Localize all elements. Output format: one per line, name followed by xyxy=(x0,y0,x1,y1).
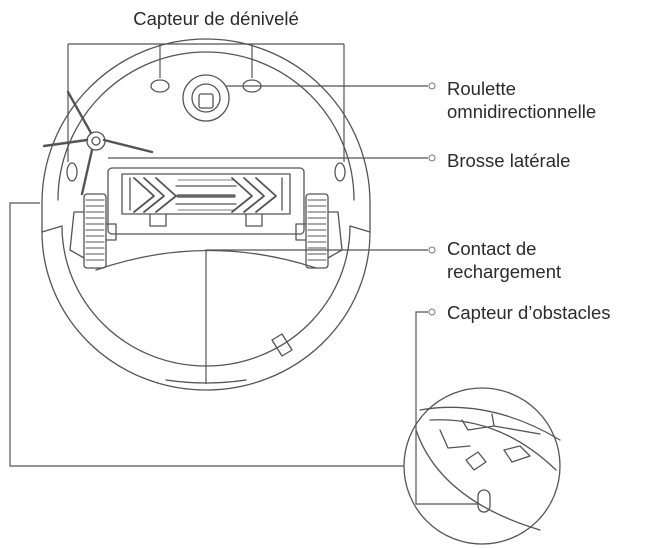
leader-line-inset xyxy=(9,202,404,467)
leader-endpoints xyxy=(428,82,436,316)
main-brush xyxy=(107,167,305,235)
label-omni-wheel-line-2: omnidirectionnelle xyxy=(447,101,597,122)
label-omni-wheel: Roulette omnidirectionnelle xyxy=(447,77,596,123)
left-drive-wheel xyxy=(69,193,117,269)
right-drive-wheel xyxy=(295,193,343,269)
brush-bristles xyxy=(133,177,277,213)
label-charging-contact: Contact de rechargement xyxy=(447,237,561,283)
label-side-brush: Brosse latérale xyxy=(447,150,571,171)
left-wheel-tread xyxy=(85,199,105,261)
right-wheel-tread xyxy=(307,199,327,261)
leader-line-obstacle-sensor xyxy=(415,311,478,505)
cliff-sensors xyxy=(66,79,346,182)
label-obstacle-sensor: Capteur d’obstacles xyxy=(447,302,611,323)
leader-lines xyxy=(9,43,478,505)
label-omni-wheel-line-1: Roulette xyxy=(447,78,516,99)
label-charging-contact-line-1: Contact de xyxy=(447,238,537,259)
obstacle-sensor-zoom-inset xyxy=(403,387,561,545)
caster-wheel xyxy=(182,74,230,122)
leader-line-charging-contact xyxy=(205,249,428,384)
label-cliff-sensor: Capteur de dénivelé xyxy=(133,8,299,29)
label-charging-contact-line-2: rechargement xyxy=(447,261,562,282)
side-brush xyxy=(42,90,154,196)
